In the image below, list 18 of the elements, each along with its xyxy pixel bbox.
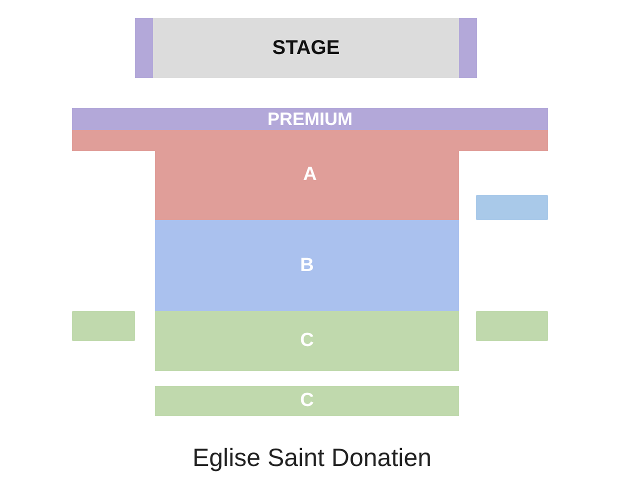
seating-section [72,311,135,341]
stage-block [135,18,477,78]
caption: Eglise Saint Donatien [191,444,433,473]
section-label: A [303,164,317,186]
seating-section [155,220,459,311]
seating-section [155,311,459,371]
seating-section [72,108,548,130]
section-label: PREMIUM [268,108,352,130]
seating-section [72,130,548,220]
section-label: C [300,330,314,352]
seating-section [476,195,548,220]
section-label: STAGE [272,36,340,60]
seating-section [476,311,548,341]
section-label: C [300,390,314,412]
seating-section [155,386,459,416]
section-label: B [300,254,314,276]
stage-side-bar [135,18,153,78]
stage-side-bar [459,18,477,78]
